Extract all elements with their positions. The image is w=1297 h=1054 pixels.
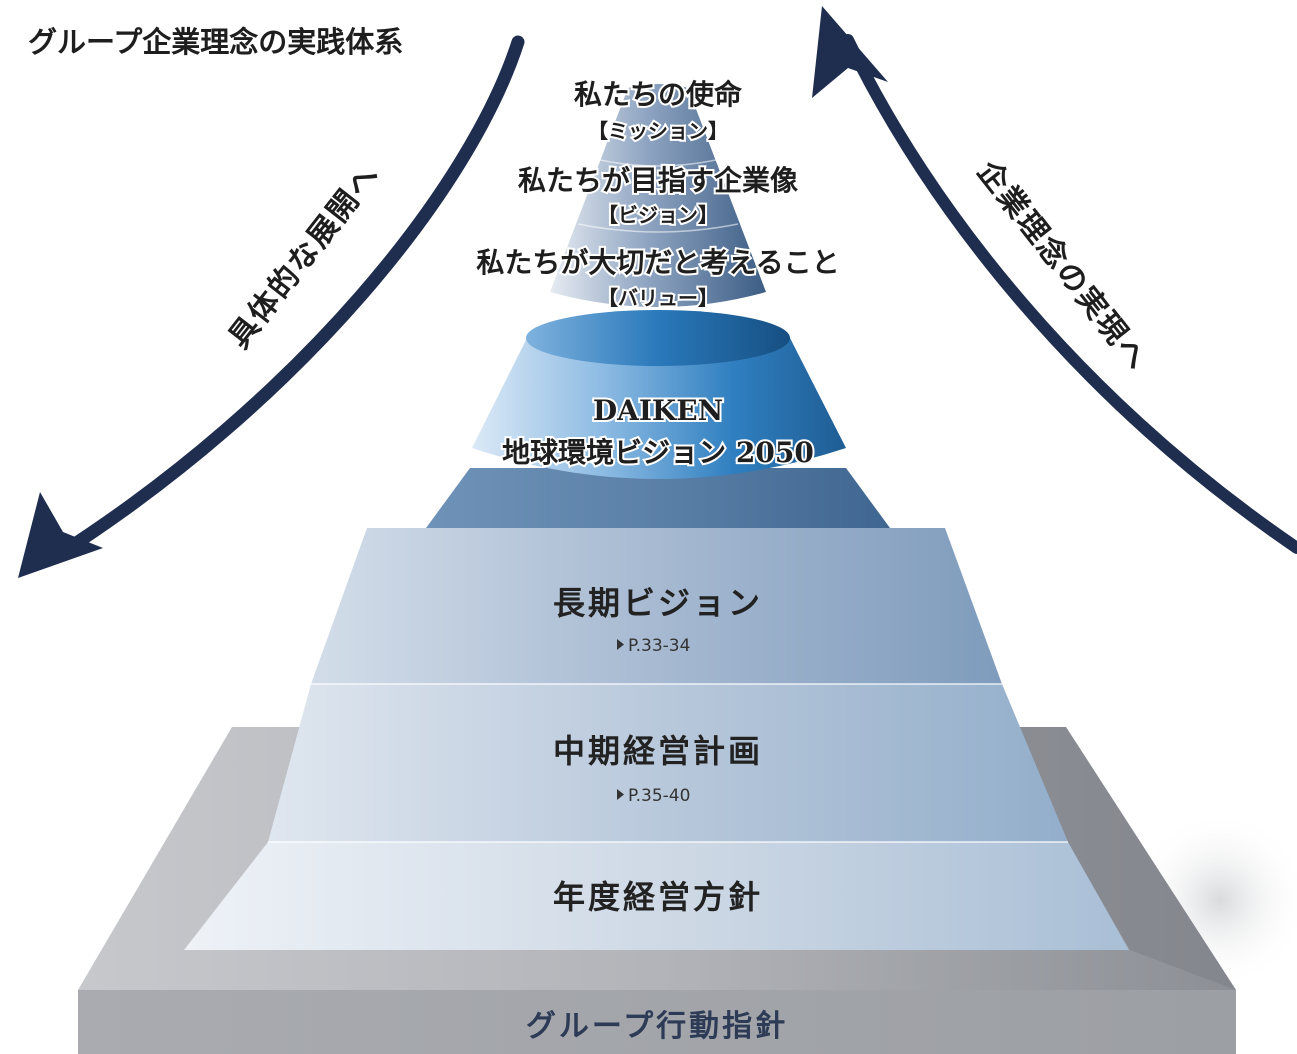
environment-line-2: 地球環境ビジョン 2050: [502, 436, 814, 469]
environment-vision-band: [472, 338, 846, 479]
tier-annual-title: 年度経営方針: [553, 878, 763, 916]
environment-band-top: [526, 310, 790, 366]
tier-midterm-plan-band: [268, 684, 1068, 842]
right-arrow-shaft: [842, 34, 1297, 554]
cone-divider: [577, 223, 739, 233]
play-icon: [617, 639, 624, 650]
tier-midterm-title: 中期経営計画: [553, 732, 763, 770]
left-arrow-head: [18, 492, 103, 578]
value-subtitle: 【バリュー】: [598, 286, 718, 310]
philosophy-cone: [550, 84, 766, 307]
mission-subtitle: 【ミッション】: [588, 119, 728, 143]
vision-subtitle: 【ビジョン】: [598, 203, 718, 227]
tier-midterm-ref[interactable]: P.35-40: [617, 786, 690, 806]
vision-title: 私たちが目指す企業像: [518, 164, 799, 197]
left-arrow-label: 具体的な展開へ: [222, 157, 387, 355]
base-label: グループ行動指針: [526, 1009, 788, 1044]
tier-longterm-ref-text: P.33-34: [628, 636, 690, 656]
environment-base-band: [426, 468, 890, 528]
diagram-title: グループ企業理念の実践体系: [28, 25, 403, 59]
play-icon: [617, 789, 624, 800]
left-arrow-shaft: [51, 35, 525, 562]
tier-midterm-ref-text: P.35-40: [628, 786, 690, 806]
tier-longterm-vision-band: [311, 528, 1002, 684]
tier-longterm-ref[interactable]: P.33-34: [617, 636, 690, 656]
cone-divider: [599, 159, 717, 167]
tier-longterm-title: 長期ビジョン: [553, 584, 763, 622]
base-platform-front: [78, 990, 1236, 1054]
mission-title: 私たちの使命: [574, 78, 743, 111]
value-title: 私たちが大切だと考えること: [476, 246, 839, 279]
right-arrow-head: [812, 6, 888, 98]
tier-annual-policy-band: [184, 842, 1129, 950]
base-platform-right-edge: [1000, 727, 1236, 990]
environment-line-1: DAIKEN: [593, 394, 723, 427]
